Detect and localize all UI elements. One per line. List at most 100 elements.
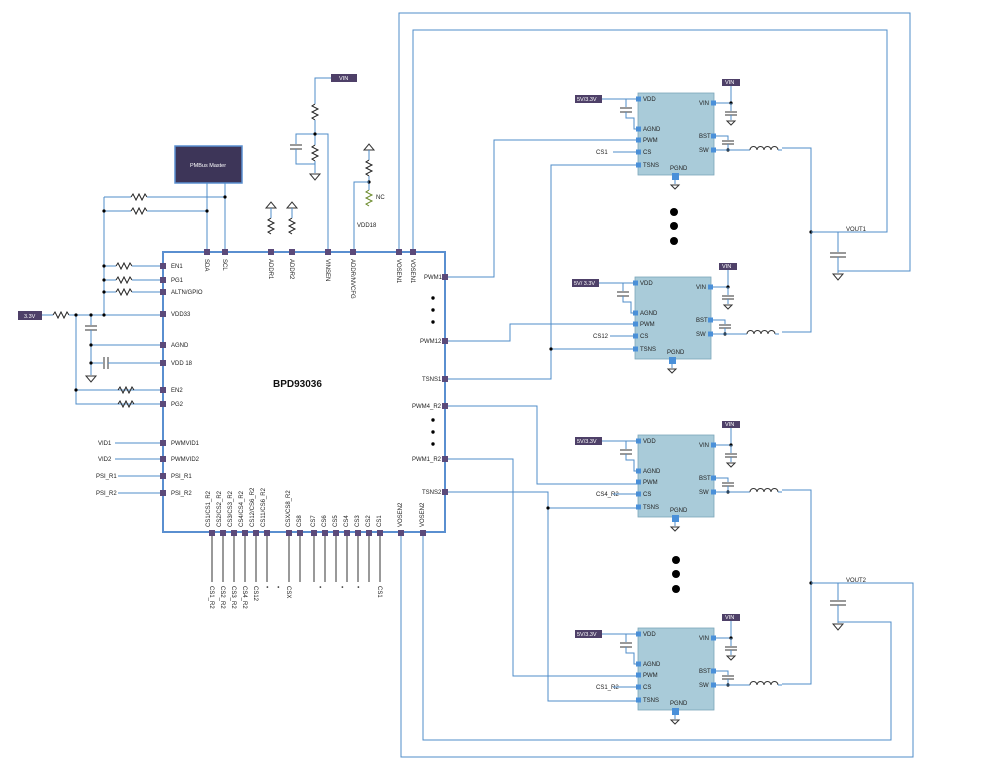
vin-tag	[722, 79, 740, 86]
psi1-label: PSI_R1	[96, 474, 117, 480]
controller-top-pads	[204, 249, 416, 255]
pgnd-pad	[672, 708, 679, 715]
pin-cs4-cs4r2: CS4/CS4_R2	[239, 490, 245, 527]
addr2-supply-icon	[285, 201, 299, 209]
controller-right-pads	[442, 274, 448, 495]
stage-pin-vin: VIN	[696, 285, 706, 291]
pin-cs2-cs2r2: CS2/CS2_R2	[217, 490, 223, 527]
stage-pin-pad	[711, 635, 716, 641]
bottom-label-cs1-r2: CS1_R2	[208, 586, 214, 609]
stage-pin-pad	[636, 438, 641, 444]
vout1-cap	[830, 252, 846, 258]
stage-pin-pad	[636, 672, 641, 678]
cs-label: CS4_R2	[596, 492, 619, 498]
supply-tag	[575, 630, 602, 638]
pg1-resistor	[115, 275, 133, 285]
pin-csx-cs8r2: CSX/CS8_R2	[286, 490, 292, 527]
pin-addr-nvcfg: ADDR/NVCFG	[349, 259, 355, 299]
power-stage-1: VDDAGNDPWMCSTSNSVINBSTSWPGND5V/3.3VCS1VI…	[575, 79, 782, 190]
pin-addr1: ADDR1	[267, 259, 273, 280]
stage-pin-pwm: PWM	[643, 480, 658, 486]
vin-tag-label: VIN	[725, 615, 734, 621]
controller-left-pads	[160, 263, 166, 496]
pin-vinsen: VINSEN	[324, 259, 330, 281]
stage-pin-pad	[708, 284, 713, 290]
bottom-label-cs2-r2: CS2_R2	[219, 586, 225, 609]
stage-pin-agnd: AGND	[643, 469, 661, 475]
stage-pin-pad	[711, 668, 716, 674]
stage-pin-pad	[636, 504, 641, 510]
power-stage-body	[634, 276, 712, 360]
bottom-label-dot-2: •	[274, 586, 280, 588]
power-stage-3: VDDAGNDPWMCSTSNSVINBSTSWPGND5V/3.3VCS4_R…	[575, 421, 782, 532]
stage-pin-tsns: TSNS	[643, 163, 659, 169]
psi2-label: PSI_R2	[96, 491, 117, 497]
pin-cs1: CS1	[377, 515, 383, 527]
ground-icon	[308, 173, 322, 181]
stage-pin-pgnd: PGND	[670, 701, 688, 707]
vdd33-cap	[85, 325, 97, 331]
vout1-label: VOUT1	[846, 227, 867, 233]
pin-cs5: CS5	[333, 515, 339, 527]
scl-pullup-resistor	[130, 206, 148, 216]
supply-label: 5V/3.3V	[577, 97, 597, 103]
ground-icon	[666, 368, 678, 374]
stage-pin-cs: CS	[643, 492, 651, 498]
stage-pin-cs: CS	[643, 150, 651, 156]
pin-pwm1-r2: PWM1_R2	[412, 457, 442, 463]
pgnd-pad	[672, 173, 679, 180]
stage-pin-pad	[633, 346, 638, 352]
v33-tag	[18, 311, 42, 320]
pin-scl: SCL	[221, 259, 227, 271]
bottom-label-cs12: CS12	[252, 586, 258, 602]
stage-pin-pad	[633, 310, 638, 316]
v33-label: 3.3V	[24, 314, 36, 320]
cs-label: CS1	[596, 150, 608, 156]
stage-pin-pad	[633, 333, 638, 339]
stage-pin-pad	[636, 137, 641, 143]
stage-pin-agnd: AGND	[643, 662, 661, 668]
controller-body	[162, 251, 446, 533]
pin-vosen2-b: VOSEN2	[420, 502, 426, 527]
vosen2-loop-inner	[422, 533, 892, 741]
pin-en2: EN2	[171, 388, 183, 394]
power-stage-body	[637, 92, 715, 176]
pgnd-pad	[672, 515, 679, 522]
pwm1-route	[448, 139, 638, 278]
nvcfg-resistor	[364, 159, 374, 177]
stage-pin-pad	[711, 133, 716, 139]
vid1-label: VID1	[98, 441, 112, 447]
v33-resistor	[52, 310, 70, 320]
vin-div-top-resistor	[310, 103, 320, 121]
stage-pin-vdd: VDD	[643, 439, 656, 445]
supply-tag	[575, 437, 602, 445]
stage-pin-sw: SW	[696, 332, 706, 338]
vin-filter-cap	[290, 144, 302, 150]
addr1-supply-icon	[264, 201, 278, 209]
stage-pin-pad	[636, 684, 641, 690]
vosen2-loop-outer	[400, 533, 914, 758]
pin-vosen2-a: VOSEN2	[398, 502, 404, 527]
ground-icon	[725, 120, 737, 126]
stage-pin-pad	[636, 126, 641, 132]
stage-pin-pad	[711, 475, 716, 481]
stage-pin-pgnd: PGND	[667, 350, 685, 356]
pin-en1: EN1	[171, 264, 183, 270]
ground-icon	[725, 655, 737, 661]
altn-resistor	[115, 287, 133, 297]
stage-pin-tsns: TSNS	[643, 505, 659, 511]
pin-cs12-cs6r2: CS12/CS6_R2	[250, 487, 256, 527]
bottom-label-cs4-r2: CS4_R2	[241, 586, 247, 609]
vin-tag-label: VIN	[725, 80, 734, 86]
pin-agnd: AGND	[171, 343, 189, 349]
bottom-label-cs3-r2: CS3_R2	[230, 586, 236, 609]
stage-pin-bst: BST	[699, 669, 711, 675]
stage-pin-pad	[636, 149, 641, 155]
vdd18-label: VDD18	[357, 223, 377, 229]
vosen1-loop-inner	[412, 29, 888, 254]
supply-tag	[572, 279, 599, 287]
pin-vosen1-a: VOSEN1	[395, 259, 401, 284]
supply-label: 5V/3.3V	[577, 632, 597, 638]
stage-pin-sw: SW	[699, 683, 709, 689]
stage-pin-pad	[711, 489, 716, 495]
